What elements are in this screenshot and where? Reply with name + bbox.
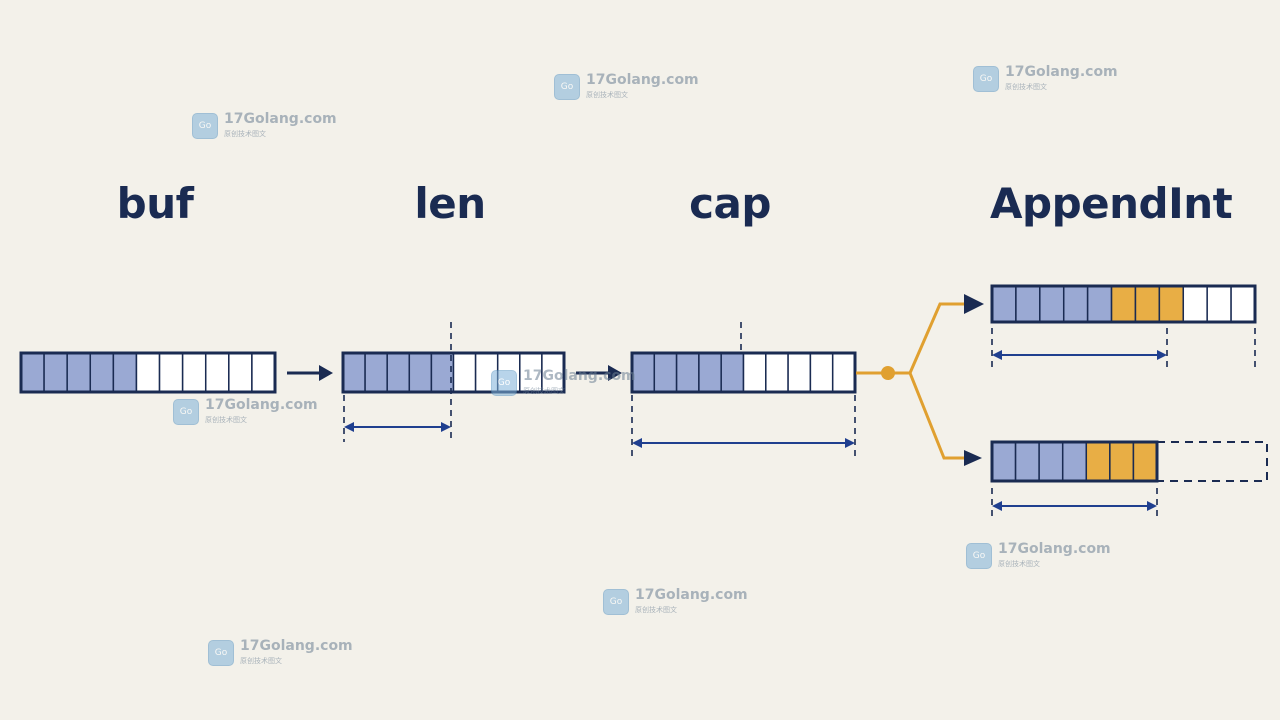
append-grow-buffer [990,440,1268,483]
buffer-cell [1086,285,1113,323]
buffer-cell [1110,285,1137,323]
buffer-cell [765,352,789,393]
buffer-cell [1206,285,1232,323]
buffer-cell [1158,285,1185,323]
watermark-text: 17Golang.com [586,72,699,88]
buffer-outline [990,284,1257,324]
len-measure-arrow [344,422,451,432]
buffer-cell [991,285,1017,323]
branch-connector [856,302,966,460]
logo-icon: Go [966,543,992,569]
watermark-text: 17Golang.com [1005,64,1118,80]
watermark-text: 17Golang.com [523,368,636,384]
append-fit-marker [991,328,1256,370]
watermark-subtext: 原创技术图文 [586,91,628,99]
buffer-cell [135,352,161,393]
append-grow-marker [991,488,1158,518]
buffer-cell [991,441,1017,482]
buffer-cell [809,352,834,393]
watermark-subtext: 原创技术图文 [205,416,247,424]
buffer-cell [204,352,230,393]
cap-marker [631,322,856,456]
watermark-text: 17Golang.com [998,541,1111,557]
buffer-cell [1015,285,1041,323]
buffer-cell [1014,441,1040,482]
len-buffer [341,351,566,394]
buffer-cell [1039,285,1065,323]
buffer-cell [228,352,253,393]
logo-icon: Go [973,66,999,92]
append-fit-measure-arrow [992,350,1167,360]
buffer-cell [1182,285,1208,323]
watermark-text: 17Golang.com [205,397,318,413]
buffer-cell [158,352,184,393]
watermark-text: 17Golang.com [224,111,337,127]
buffer-cell [787,352,812,393]
cap-buffer [630,351,857,394]
buffer-outline [630,351,857,394]
buffer-cell [1062,285,1089,323]
len-label: len [414,179,486,228]
buffer-cell [1061,441,1088,482]
arrow-len-to-cap [576,365,622,381]
buffer-cell [452,352,477,393]
branch-node [881,366,895,380]
buffer-cell [742,352,767,393]
watermark-subtext: 原创技术图文 [998,560,1040,568]
grown-capacity [1156,441,1268,482]
watermark-subtext: 原创技术图文 [224,130,266,138]
buffer-cell [430,352,455,393]
buffer-cell [1230,285,1256,323]
buffer-cell [364,352,388,393]
buffer-cell [43,352,68,393]
watermark-subtext: 原创技术图文 [523,387,565,395]
buffer-outline [341,351,566,394]
buffer-cell [675,352,700,393]
logo-icon: Go [554,74,580,100]
branch-arrow-bottom [964,450,982,466]
cap-measure-arrow [632,438,855,448]
buffer-cell [831,352,856,393]
buffer-cell [1134,285,1161,323]
cap-label: cap [689,179,771,228]
buffer-cell [1109,441,1135,482]
buffer-cell [251,352,276,393]
buffer-cell [1038,441,1064,482]
buffer-outline [19,351,277,394]
watermark-text: 17Golang.com [635,587,748,603]
buffer-outline [990,440,1159,483]
logo-icon: Go [491,370,517,396]
append-grow-measure-arrow [992,501,1157,511]
buffer-cell [653,352,678,393]
logo-icon: Go [173,399,199,425]
buffer-cell [20,352,45,393]
buffer-cell [408,352,433,393]
watermark-text: 17Golang.com [240,638,353,654]
buffer-cell [112,352,138,393]
branch-arrow-top [964,294,984,314]
append-fit-buffer [990,284,1257,324]
buffer-cell [720,352,745,393]
watermark-subtext: 原创技术图文 [1005,83,1047,91]
buffer-cell [698,352,722,393]
watermark-subtext: 原创技术图文 [635,606,677,614]
watermark-subtext: 原创技术图文 [240,657,282,665]
buffer-cell [1085,441,1111,482]
buffer-cell [66,352,92,393]
logo-icon: Go [208,640,234,666]
logo-icon: Go [192,113,218,139]
appendint-label: AppendInt [990,179,1233,228]
arrow-buf-to-len [287,365,333,381]
buffers-layer [19,284,1268,483]
buf-buffer [19,351,277,394]
buffer-cell [89,352,115,393]
buffer-cell [342,352,366,393]
buffer-cell [1132,441,1158,482]
buf-label: buf [116,179,194,228]
logo-icon: Go [603,589,629,615]
buffer-cell [181,352,207,393]
len-marker [343,322,452,442]
buffer-cell [386,352,411,393]
